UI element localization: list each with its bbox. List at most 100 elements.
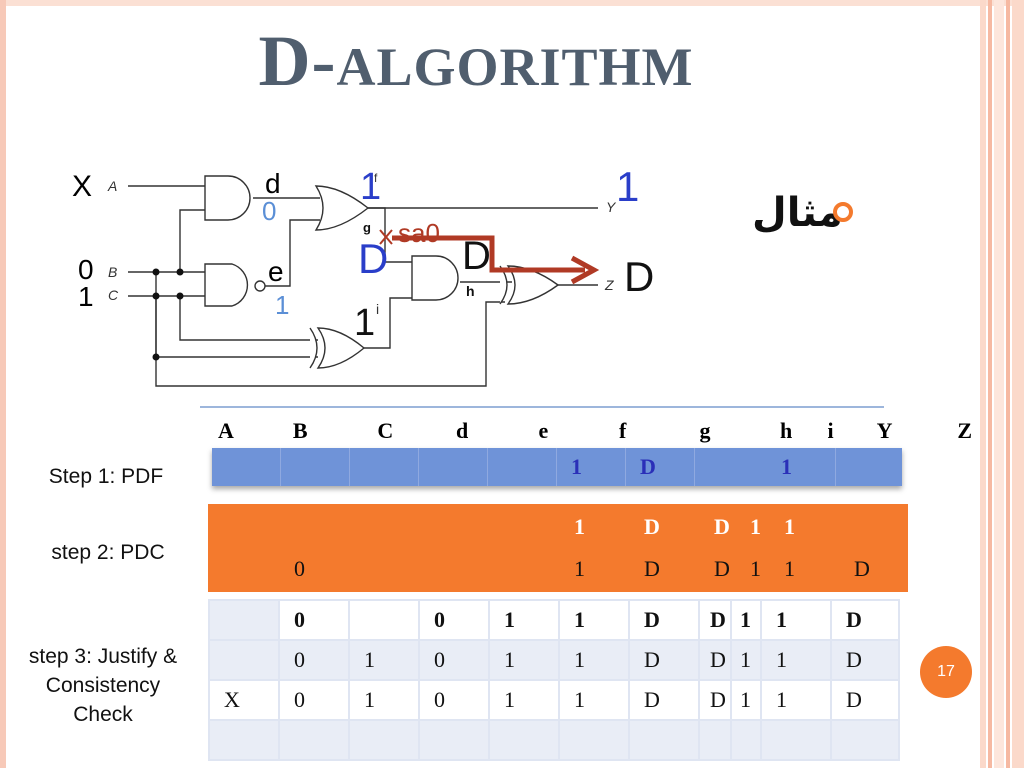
table-cell <box>350 601 418 639</box>
header-f: f <box>619 418 627 443</box>
table-cell: 1 <box>490 641 558 679</box>
table-cell: 1 <box>574 514 585 539</box>
label-h-value: D <box>462 234 491 278</box>
table-cell <box>490 550 558 588</box>
step3-label: step 3: Justify & Consistency Check <box>28 645 178 726</box>
table-cell <box>630 721 698 759</box>
junction-c2 <box>176 292 184 300</box>
table-cell <box>210 641 278 679</box>
junction-b3 <box>152 353 160 361</box>
junction-b2 <box>176 268 184 276</box>
header-a: A <box>218 418 234 443</box>
example-label: مثال <box>752 190 843 236</box>
slide-title: D-ALGORITHM <box>0 20 952 103</box>
table-cell: 0 <box>280 641 348 679</box>
header-e: e <box>538 418 549 443</box>
fault-mark-icon <box>379 229 393 245</box>
table-cell <box>700 721 730 759</box>
table-cell: D <box>832 641 898 679</box>
nand-bubble <box>254 280 266 292</box>
input-a: A <box>108 178 118 194</box>
node-h: h <box>466 283 475 299</box>
table-cell <box>729 448 767 486</box>
wire-b-to-and1 <box>179 209 205 272</box>
table-cell <box>420 550 488 588</box>
table-cell <box>210 508 278 546</box>
label-y-value: 1 <box>616 163 640 210</box>
table-cell <box>210 721 278 759</box>
table-cell: D <box>630 601 698 639</box>
output-y: Y <box>606 199 616 215</box>
title-rest: ALGORITHM <box>336 37 694 97</box>
input-b: B <box>108 264 118 280</box>
table-cell: D <box>700 681 730 719</box>
table-cell: 1 <box>560 601 628 639</box>
fault-arrow <box>392 235 585 273</box>
table-cell: D <box>630 641 698 679</box>
header-b: B <box>292 418 308 443</box>
table-cell: D <box>714 556 730 581</box>
node-g: g <box>363 220 371 235</box>
label-f-value: 1 <box>360 166 382 208</box>
header-d: d <box>456 418 469 443</box>
table-cell <box>836 448 903 486</box>
wire-e <box>265 219 320 287</box>
node-f: f <box>374 171 378 185</box>
table-cell <box>732 721 760 759</box>
table-cell <box>420 721 488 759</box>
and-gate-h <box>411 255 459 301</box>
bullet-icon <box>833 202 853 222</box>
table-cell: D <box>630 681 698 719</box>
node-e: e <box>268 256 284 287</box>
fault-arrowhead <box>570 255 600 285</box>
table-cell: 1 <box>750 556 761 581</box>
table-cell <box>832 721 898 759</box>
output-z: Z <box>605 277 614 293</box>
table-cell: 1 <box>732 681 760 719</box>
junction-c1 <box>152 292 160 300</box>
label-c-value: 1 <box>78 281 94 312</box>
table-cell <box>487 448 557 486</box>
table-row <box>210 721 898 759</box>
table-cell: D <box>854 556 870 581</box>
header-h: h <box>780 418 793 443</box>
step1-table: 1 D 1 <box>212 448 902 486</box>
label-z-value: D <box>624 253 655 300</box>
table-cell: 1 <box>574 556 585 581</box>
table-cell: D <box>714 514 730 539</box>
label-b-value: 0 <box>78 254 94 285</box>
table-cell: 0 <box>420 601 488 639</box>
table-cell: 1 <box>762 681 830 719</box>
table-cell: 1 <box>350 681 418 719</box>
and-gate-d <box>204 175 251 221</box>
header-y: Y <box>876 418 893 443</box>
table-row: 0 1 D D 1 1 D <box>210 550 906 588</box>
table-cell: D <box>644 514 660 539</box>
table-cell <box>280 448 350 486</box>
junction-b1 <box>152 268 160 276</box>
table-cell: 1 <box>762 601 830 639</box>
or-gate-g <box>314 185 370 231</box>
label-e-value: 1 <box>275 290 290 320</box>
step3-table: 0 0 1 1 D D 1 1 D 0 1 0 1 1 D D 1 1 D X … <box>208 599 900 761</box>
table-cell <box>350 550 418 588</box>
table-top-rule <box>200 406 884 408</box>
table-cell: D <box>832 601 898 639</box>
step2-table: 1 D D 1 1 0 1 D D 1 1 D <box>208 504 908 592</box>
header-c: C <box>377 418 394 443</box>
header-g: g <box>699 418 711 443</box>
table-cell: 1 <box>560 681 628 719</box>
page-number-badge: 17 <box>920 646 972 698</box>
table-cell: 1 <box>767 448 836 486</box>
node-d: d <box>265 168 281 199</box>
label-g-value: D <box>358 235 389 282</box>
table-cell <box>212 448 281 486</box>
table-row: 1 D D 1 1 <box>210 508 906 546</box>
table-row: 0 1 0 1 1 D D 1 1 D <box>210 641 898 679</box>
xor-gate-i-back <box>309 327 318 369</box>
table-header: A B C d e f g h i Y Z <box>204 412 1024 450</box>
frame-left-border <box>0 0 6 768</box>
table-cell: 1 <box>750 514 761 539</box>
node-i: i <box>376 301 380 317</box>
header-z: Z <box>957 418 972 443</box>
